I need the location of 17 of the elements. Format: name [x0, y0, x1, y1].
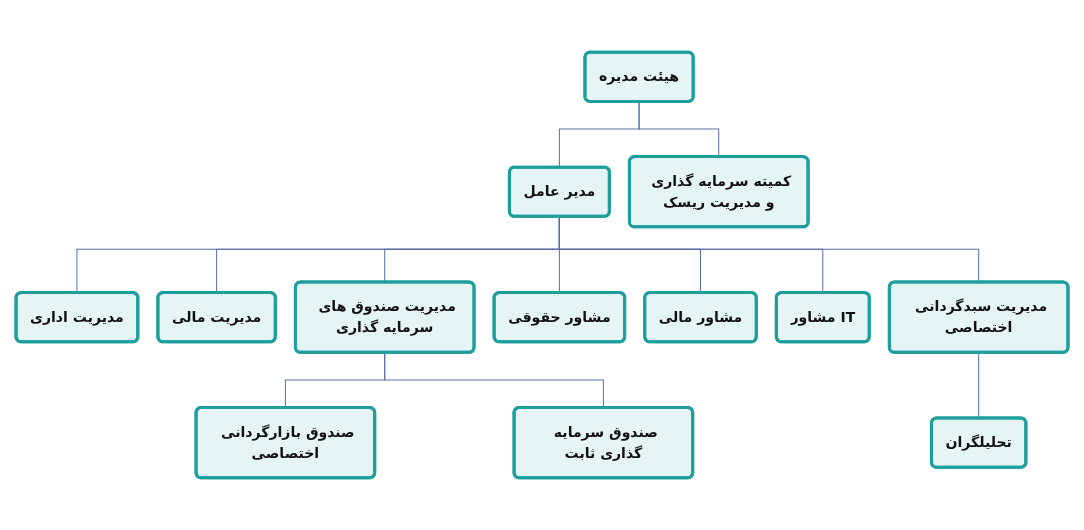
- org-unit-box: مشاور مالی: [643, 291, 758, 344]
- org-unit-box: مدیریت صندوق های سرمایه گذاری: [293, 280, 476, 354]
- org-unit-box: صندوق بازارگردانی اختصاصی: [194, 406, 377, 480]
- org-unit-box: مدیریت اداری: [14, 291, 140, 344]
- connector-line: [384, 352, 604, 407]
- connector-line: [978, 352, 980, 418]
- org-unit-box: مدیر عامل: [507, 165, 611, 218]
- org-unit-box: هیئت مدیره: [583, 50, 695, 103]
- connector-line: [558, 101, 640, 167]
- org-unit-box: تحلیلگران: [929, 416, 1028, 469]
- org-unit-box: مشاور IT: [774, 291, 871, 344]
- org-unit-box: صندوق سرمایه گذاری ثابت: [512, 406, 695, 480]
- org-unit-box: مدیریت مالی: [156, 291, 277, 344]
- org-unit-box: مشاور حقوقی: [492, 291, 627, 344]
- org-unit-box: مدیریت سبدگردانی اختصاصی: [887, 280, 1070, 354]
- connector-line: [76, 216, 560, 293]
- org-unit-box: کمیته سرمایه گذاری و مدیریت ریسک: [627, 155, 810, 229]
